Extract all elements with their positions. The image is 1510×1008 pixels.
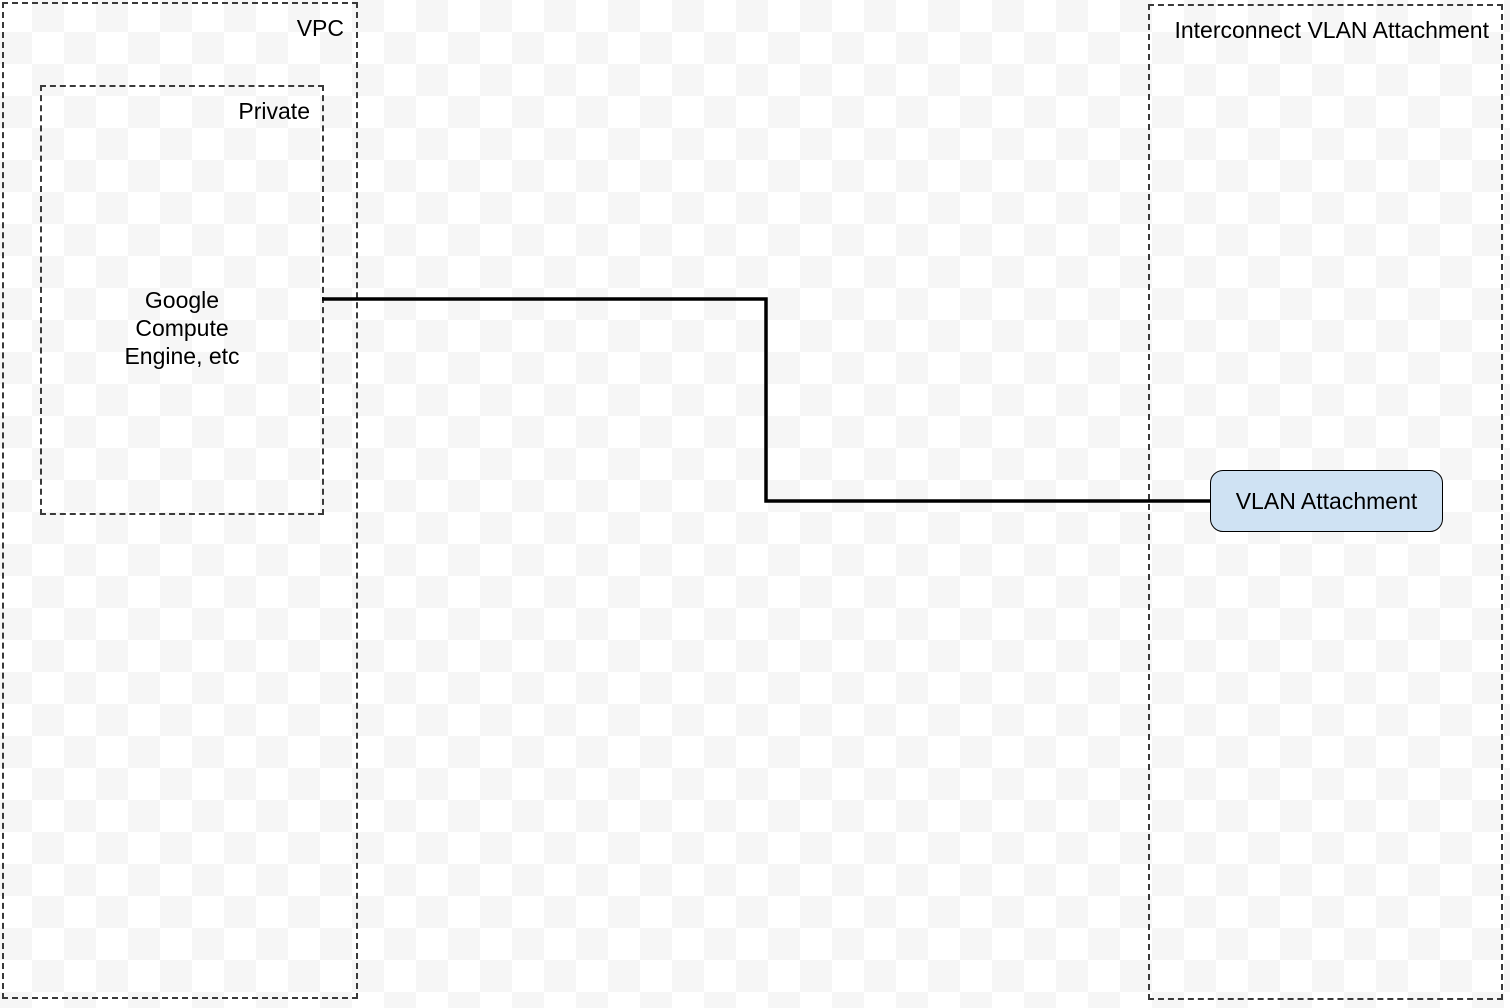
vpc-label: VPC — [296, 15, 344, 41]
vlan-attachment-label: VLAN Attachment — [1235, 487, 1418, 514]
gce-node-label-line2: Compute — [135, 315, 229, 341]
interconnect-label: Interconnect VLAN Attachment — [1174, 17, 1489, 43]
private-label: Private — [238, 98, 310, 124]
gce-node-label-line3: Engine, etc — [124, 343, 240, 369]
gce-node-label: Google Compute Engine, etc — [40, 286, 324, 370]
gce-node-label-line1: Google — [144, 287, 220, 313]
vlan-attachment-node: VLAN Attachment — [1210, 470, 1443, 532]
